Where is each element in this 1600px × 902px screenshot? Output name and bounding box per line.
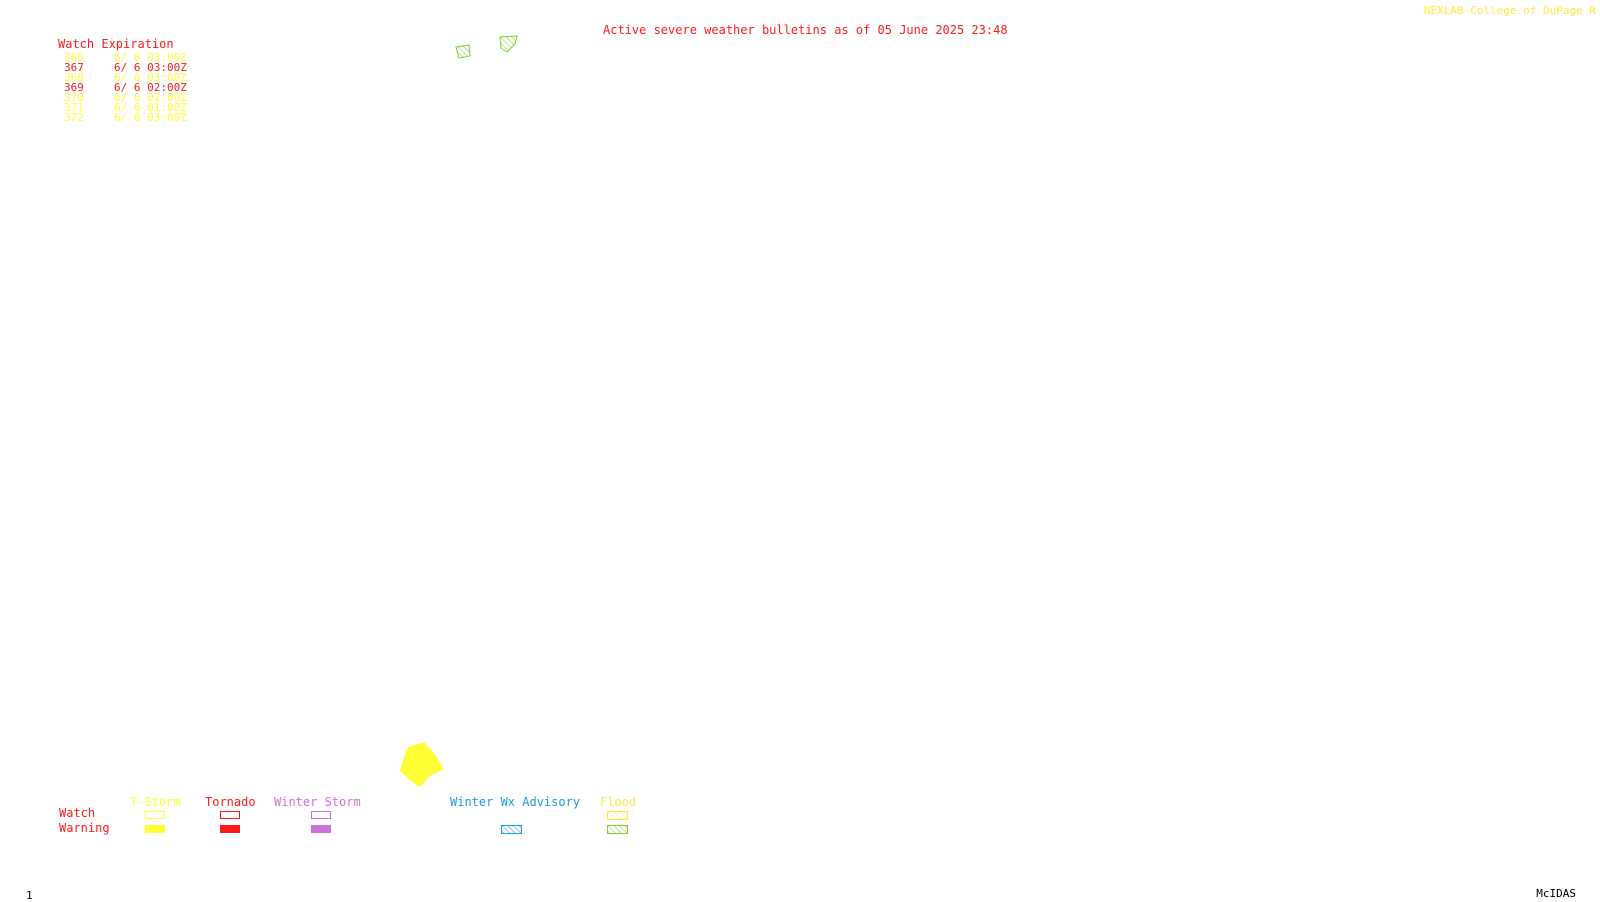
watch-row: 369 6/ 6 02:00Z xyxy=(64,81,187,94)
legend-tornado-label: Tornado xyxy=(205,795,256,809)
watch-number: 369 xyxy=(64,81,84,94)
watch-expiration-heading: Watch Expiration xyxy=(58,37,174,51)
watch-number: 372 xyxy=(64,111,84,124)
flood-warning-polygon-2[interactable] xyxy=(497,34,521,56)
bulletin-title: Active severe weather bulletins as of 05… xyxy=(603,23,1008,37)
watch-expiration-list: 366 6/ 6 03:00Z 367 6/ 6 03:00Z 368 6/ 6 03:0… xyxy=(64,51,187,124)
watch-expiration-time: 6/ 6 02:00Z xyxy=(114,81,187,94)
legend-winter-wx-advisory-label: Winter Wx Advisory xyxy=(450,795,581,809)
watch-expiration-time: 6/ 6 03:00Z xyxy=(114,71,187,84)
watch-expiration-time: 6/ 6 01:00Z xyxy=(114,101,187,114)
credit-label: NEXLAB-College of DuPage R xyxy=(1423,4,1596,17)
watch-expiration-time: 6/ 6 03:00Z xyxy=(114,61,187,74)
legend-winter-storm-label: Winter Storm xyxy=(274,795,361,809)
legend-winter-wx-advisory-box xyxy=(501,825,522,834)
watch-expiration-time: 6/ 6 02:00Z xyxy=(114,91,187,104)
legend-winter-storm-warning-box xyxy=(311,825,331,833)
frame-number: 1 xyxy=(26,889,33,902)
legend-warning-label: Warning xyxy=(59,821,110,835)
flood-warning-polygon-1[interactable] xyxy=(454,43,474,61)
watch-expiration-time: 6/ 6 03:00Z xyxy=(114,51,187,64)
watch-row: 366 6/ 6 03:00Z xyxy=(64,51,187,64)
watch-row: 371 6/ 6 01:00Z xyxy=(64,101,187,114)
legend-tstorm-watch-box xyxy=(145,811,165,819)
tstorm-warning-polygon[interactable] xyxy=(398,740,450,792)
legend-watch-label: Watch xyxy=(59,806,96,820)
legend-tstorm-label: T-Storm xyxy=(130,795,181,809)
watch-number: 367 xyxy=(64,61,84,74)
legend-tornado-watch-box xyxy=(220,811,240,819)
legend-flood-label: Flood xyxy=(600,795,637,809)
watch-row: 367 6/ 6 03:00Z xyxy=(64,61,187,74)
watch-number: 366 xyxy=(64,51,84,64)
legend-winter-storm-watch-box xyxy=(311,811,331,819)
watch-number: 368 xyxy=(64,71,84,84)
legend-flood-warning-box xyxy=(607,825,628,834)
watch-number: 371 xyxy=(64,101,84,114)
watch-row: 370 6/ 6 02:00Z xyxy=(64,91,187,104)
legend-tornado-warning-box xyxy=(220,825,240,833)
legend-tstorm-warning-box xyxy=(145,825,165,833)
watch-number: 370 xyxy=(64,91,84,104)
watch-row: 368 6/ 6 03:00Z xyxy=(64,71,187,84)
watch-row: 372 6/ 6 03:00Z xyxy=(64,111,187,124)
watch-expiration-time: 6/ 6 03:00Z xyxy=(114,111,187,124)
legend-flood-watch-box xyxy=(607,811,628,820)
software-label: McIDAS xyxy=(1536,887,1576,900)
